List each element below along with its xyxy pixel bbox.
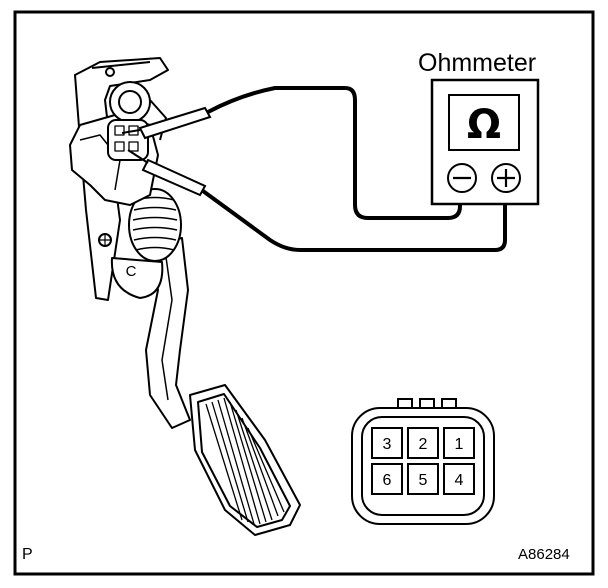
- pin-cell-6: [371, 463, 403, 495]
- pin-label-1: 1: [455, 436, 464, 453]
- test-leads: [121, 86, 507, 252]
- pin-cell-1: [443, 427, 475, 459]
- sensor-connector: [107, 119, 149, 161]
- pedal-pad-ribs: [205, 397, 285, 525]
- pin-label-2: 2: [419, 436, 428, 453]
- pin-cell-4: [443, 463, 475, 495]
- lower-mount: [110, 257, 164, 299]
- connector-pinout: [351, 398, 495, 525]
- probe-positive: [141, 158, 207, 197]
- pin-label-5: 5: [419, 472, 428, 489]
- connector-pin-labels: 3 2 1 6 5 4: [383, 436, 464, 489]
- pin-cell-2: [407, 427, 439, 459]
- figure-border: [13, 10, 595, 576]
- pin-cell-3: [371, 427, 403, 459]
- accelerator-pedal-assembly: [69, 57, 301, 536]
- ohmmeter-display: [448, 94, 520, 151]
- figure-code: A86284: [518, 546, 570, 563]
- bracket-hole: [105, 67, 115, 77]
- pin-label-6: 6: [383, 472, 392, 489]
- pin-label-4: 4: [455, 472, 464, 489]
- corner-label: P: [22, 546, 33, 563]
- lead-wire-positive: [201, 189, 507, 252]
- ohm-symbol: Ω: [467, 102, 501, 148]
- ohmmeter-title: Ohmmeter: [418, 49, 537, 77]
- pedal-lever: [145, 237, 191, 429]
- bracket-c-mark: C: [126, 263, 137, 280]
- pin-cell-5: [407, 463, 439, 495]
- pin-label-3: 3: [383, 436, 392, 453]
- ohmmeter: Ω: [430, 78, 540, 206]
- lead-wire-negative: [207, 86, 462, 220]
- probe-negative: [138, 106, 212, 140]
